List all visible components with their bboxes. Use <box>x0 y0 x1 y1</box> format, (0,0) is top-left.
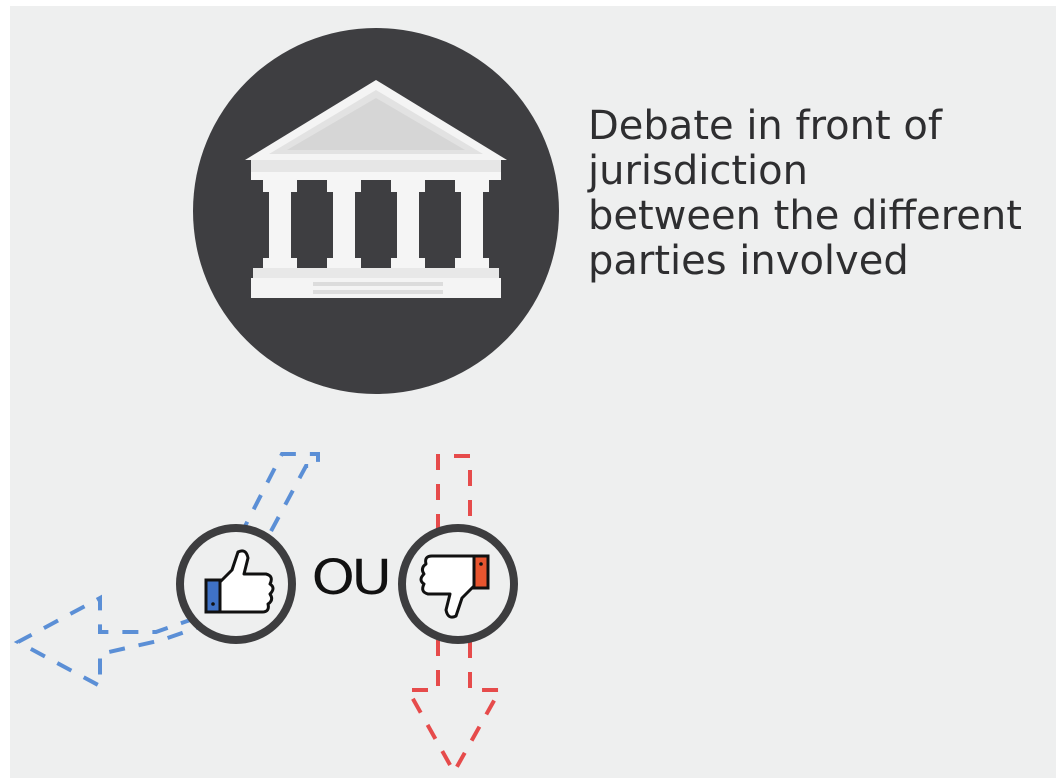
caption-line-3: between the different <box>588 193 1022 239</box>
courthouse-icon <box>245 80 507 298</box>
caption-line-4: parties involved <box>588 238 909 284</box>
thumbs-up-icon <box>204 549 275 614</box>
caption-line-2: jurisdiction <box>588 148 808 194</box>
approve-arrow <box>13 452 320 690</box>
courthouse-badge <box>193 28 559 394</box>
caption-line-1: Debate in front of <box>588 103 942 149</box>
or-connector: OU <box>311 550 392 606</box>
thumbs-down-icon <box>419 554 490 619</box>
reject-arrow <box>404 454 504 777</box>
approve-option <box>176 524 296 644</box>
description-caption: Debate in front of jurisdiction between … <box>588 104 1048 284</box>
reject-option <box>398 524 518 644</box>
